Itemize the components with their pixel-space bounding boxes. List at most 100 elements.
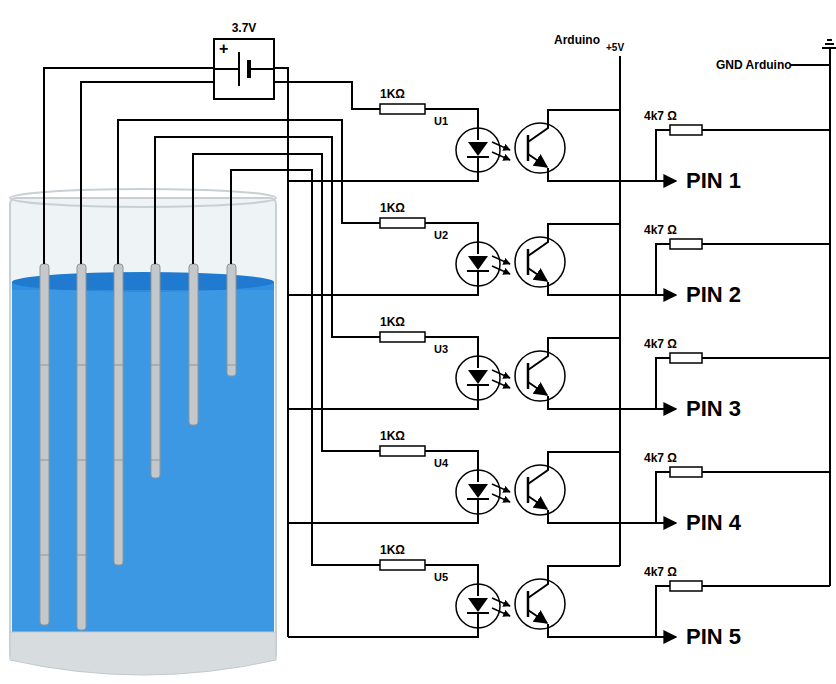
light-arrow [492, 484, 510, 492]
probe-joint [227, 365, 236, 366]
led-symbol [468, 370, 488, 384]
resistor-symbol [380, 560, 425, 570]
resistor-value: 1KΩ [380, 88, 405, 100]
probe-wire [193, 154, 380, 451]
transistor-outline [515, 237, 565, 287]
pin-name: PIN 5 [686, 626, 741, 648]
ground-wire [790, 64, 830, 66]
probe-joint [40, 555, 49, 556]
resistor-value: 4k7 Ω [644, 224, 677, 236]
transistor-outline [515, 465, 565, 515]
light-arrow [492, 152, 510, 160]
collector-wire [528, 566, 620, 598]
pulldown-wire [656, 130, 670, 181]
ground-label: GND Arduino [716, 59, 792, 71]
probe-joint [40, 365, 49, 366]
probe-joint [77, 365, 86, 366]
transistor-base [527, 477, 530, 503]
anode-wire [425, 223, 478, 254]
glass-rim [10, 189, 276, 207]
board-label: Arduino [554, 34, 600, 46]
probe-joint [40, 460, 49, 461]
emitter-arrow [528, 496, 547, 509]
ground-rail [829, 56, 831, 586]
emitter-arrow [528, 154, 547, 167]
emitter-arrow [528, 610, 547, 623]
light-arrow [492, 598, 510, 606]
resistor-value: 4k7 Ω [644, 452, 677, 464]
probe-rods [40, 264, 236, 630]
transistor-base [527, 591, 530, 617]
collector-wire [528, 338, 620, 370]
collector-wire [528, 452, 620, 484]
ground-wire [702, 471, 830, 473]
transistor-outline [515, 579, 565, 629]
cathode-wire [288, 385, 478, 409]
emitter-arrow [528, 268, 547, 281]
supply-label: +5V [606, 43, 624, 53]
resistor-value: 1KΩ [380, 544, 405, 556]
glass-body [10, 198, 276, 660]
ground-wire [702, 129, 830, 131]
collector-wire [528, 224, 620, 256]
ground-symbol [827, 39, 832, 41]
probe-joint [77, 555, 86, 556]
ground-wire [702, 585, 830, 587]
light-arrow [492, 266, 510, 274]
probe-rod [227, 264, 236, 376]
wires [44, 40, 836, 637]
light-arrow [492, 142, 510, 150]
pulldown-wire [656, 472, 670, 523]
cathode-wire [288, 271, 478, 295]
part-id: U5 [434, 572, 448, 583]
ground-symbol [829, 48, 831, 56]
resistor-symbol [670, 239, 702, 249]
probe-joint [77, 460, 86, 461]
anode-wire [425, 109, 478, 140]
water-glass [10, 189, 276, 675]
resistor-value: 1KΩ [380, 202, 405, 214]
led-symbol [468, 256, 488, 270]
resistor-value: 4k7 Ω [644, 338, 677, 350]
light-arrow [492, 494, 510, 502]
part-id: U3 [434, 344, 448, 355]
transistor-base [527, 249, 530, 275]
resistor-symbol [670, 125, 702, 135]
optocoupler-stage [288, 446, 830, 523]
resistor-symbol [670, 581, 702, 591]
led-symbol [468, 484, 488, 498]
optocoupler-stage [288, 218, 830, 295]
resistor-value: 1KΩ [380, 316, 405, 328]
transistor-base [527, 135, 530, 161]
part-id: U4 [434, 458, 448, 469]
probe-wire [155, 137, 380, 337]
part-id: U2 [434, 230, 448, 241]
supply-rail [619, 56, 621, 566]
probe-rod [114, 264, 123, 565]
probe-wire [118, 120, 380, 264]
pin-name: PIN 1 [686, 170, 741, 192]
resistor-symbol [380, 104, 425, 114]
ground-wire [702, 357, 830, 359]
probe-joint [189, 365, 198, 366]
probe-wire [231, 170, 380, 565]
resistor-symbol [380, 332, 425, 342]
probe-joint [151, 460, 160, 461]
ground-symbol [825, 43, 834, 45]
voltage-label: 3.7V [232, 22, 257, 34]
anode-wire [425, 337, 478, 368]
resistor-symbol [670, 467, 702, 477]
pulldown-wire [656, 244, 670, 295]
battery-wire [44, 68, 213, 264]
probe-rod [189, 264, 198, 425]
probe-rod [77, 264, 86, 630]
cathode-wire [288, 613, 478, 637]
ground-wire [702, 243, 830, 245]
battery-lead [215, 68, 239, 70]
optocoupler-stage [288, 332, 830, 409]
cathode-wire [288, 157, 478, 181]
transistor-outline [515, 351, 565, 401]
probe-joint [114, 365, 123, 366]
